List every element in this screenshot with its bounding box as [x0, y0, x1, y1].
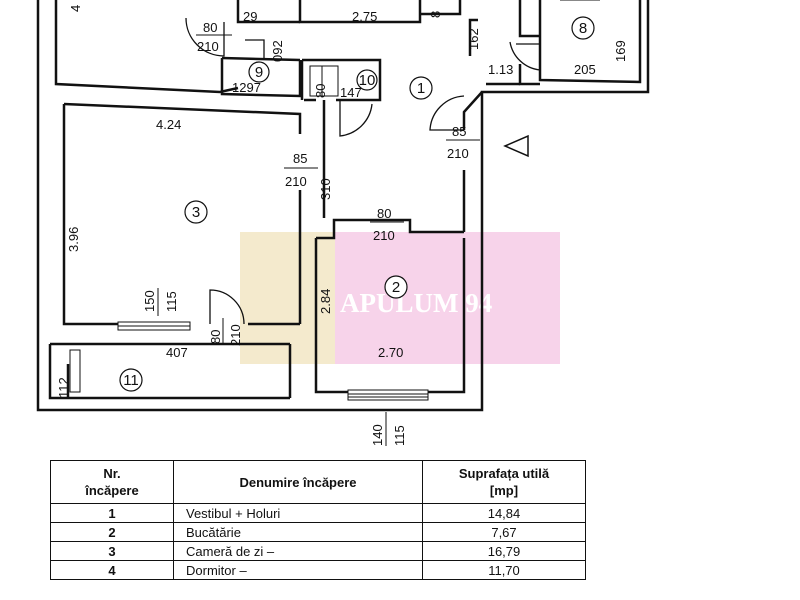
room-name-cell: Cameră de zi –	[173, 541, 423, 561]
dim-label: 80	[313, 84, 328, 98]
entrance-arrow-icon	[503, 134, 529, 158]
dim-label: 2.84	[318, 289, 333, 314]
dim-label: 210	[285, 174, 307, 189]
dim-label: 1.13	[488, 62, 513, 77]
room-area-cell: 11,70	[422, 560, 586, 580]
dim-label: 85	[452, 124, 466, 139]
header-room-name: Denumire încăpere	[173, 460, 423, 504]
dim-label: 115	[164, 291, 179, 312]
dim-label: 8	[428, 11, 443, 18]
windows	[117, 321, 429, 401]
dim-label: 210	[373, 228, 395, 243]
room-number-10: 10	[359, 72, 376, 89]
room-marker-8	[571, 16, 595, 40]
dim-label: 092	[270, 40, 285, 62]
dim-label: 210	[447, 146, 469, 161]
door-swings	[185, 17, 541, 325]
header-usable-area: Suprafața utilă [mp]	[422, 460, 586, 504]
fixtures	[69, 0, 600, 393]
dimension-labels: 4 80 210 29 092 2.75 8 162 1.13 205 169 …	[56, 5, 628, 446]
room-number-2: 2	[392, 279, 400, 296]
dim-label: 2.75	[352, 9, 377, 24]
dim-label: 210	[228, 324, 243, 346]
room-number-cell: 3	[50, 541, 174, 561]
dim-label: 112	[56, 377, 71, 398]
dim-label: 80	[208, 330, 223, 344]
room-marker-9	[248, 61, 270, 83]
dim-label: 169	[613, 40, 628, 62]
room-name-cell: Bucătărie	[173, 522, 423, 542]
room-marker-3	[184, 200, 208, 224]
dim-label: 115	[392, 425, 407, 446]
dim-label: 310	[318, 178, 333, 200]
room-number-8: 8	[579, 20, 587, 37]
dim-label: 140	[370, 424, 385, 446]
dim-label: 29	[243, 9, 257, 24]
room-number-11: 11	[123, 372, 139, 389]
table-row: 3 Cameră de zi – 16,79	[50, 541, 586, 561]
dim-label: 85	[293, 151, 307, 166]
table-row: 2 Bucătărie 7,67	[50, 522, 586, 542]
room-number-cell: 2	[50, 522, 174, 542]
room-number-cell: 4	[50, 560, 174, 580]
header-room-number: Nr. încăpere	[50, 460, 174, 504]
dim-label: 2.70	[378, 345, 403, 360]
dim-label: 205	[574, 62, 596, 77]
room-area-table: Nr. încăpere Denumire încăpere Suprafața…	[50, 460, 586, 580]
dim-label: 4	[68, 5, 83, 12]
dim-label: 407	[166, 345, 188, 360]
dim-label: 4.24	[156, 117, 181, 132]
room-markers	[119, 16, 595, 392]
room-number-9: 9	[255, 64, 263, 81]
walls	[36, 0, 650, 412]
room-marker-11	[119, 368, 143, 392]
table-row: 4 Dormitor – 11,70	[50, 560, 586, 580]
table-row: 1 Vestibul + Holuri 14,84	[50, 503, 586, 523]
dim-label: 150	[142, 290, 157, 312]
room-name-cell: Vestibul + Holuri	[173, 503, 423, 523]
dim-label: 210	[197, 39, 219, 54]
dim-label: 3.96	[66, 227, 81, 252]
dim-label: 1297	[232, 80, 261, 95]
room-number-3: 3	[192, 204, 200, 221]
dim-label: 80	[377, 206, 391, 221]
room-number-1: 1	[417, 80, 425, 97]
watermark: APULUM 94	[240, 232, 560, 364]
watermark-text: APULUM 94	[340, 288, 492, 318]
room-area-cell: 16,79	[422, 541, 586, 561]
room-area-cell: 14,84	[422, 503, 586, 523]
dim-label: 80	[203, 20, 217, 35]
dim-label: 162	[466, 28, 481, 50]
room-marker-10	[356, 69, 378, 91]
room-number-cell: 1	[50, 503, 174, 523]
room-marker-1	[409, 76, 433, 100]
room-marker-2	[384, 275, 408, 299]
dim-label: 147	[340, 85, 362, 100]
table-header-row: Nr. încăpere Denumire încăpere Suprafața…	[50, 460, 586, 504]
room-area-cell: 7,67	[422, 522, 586, 542]
room-name-cell: Dormitor –	[173, 560, 423, 580]
